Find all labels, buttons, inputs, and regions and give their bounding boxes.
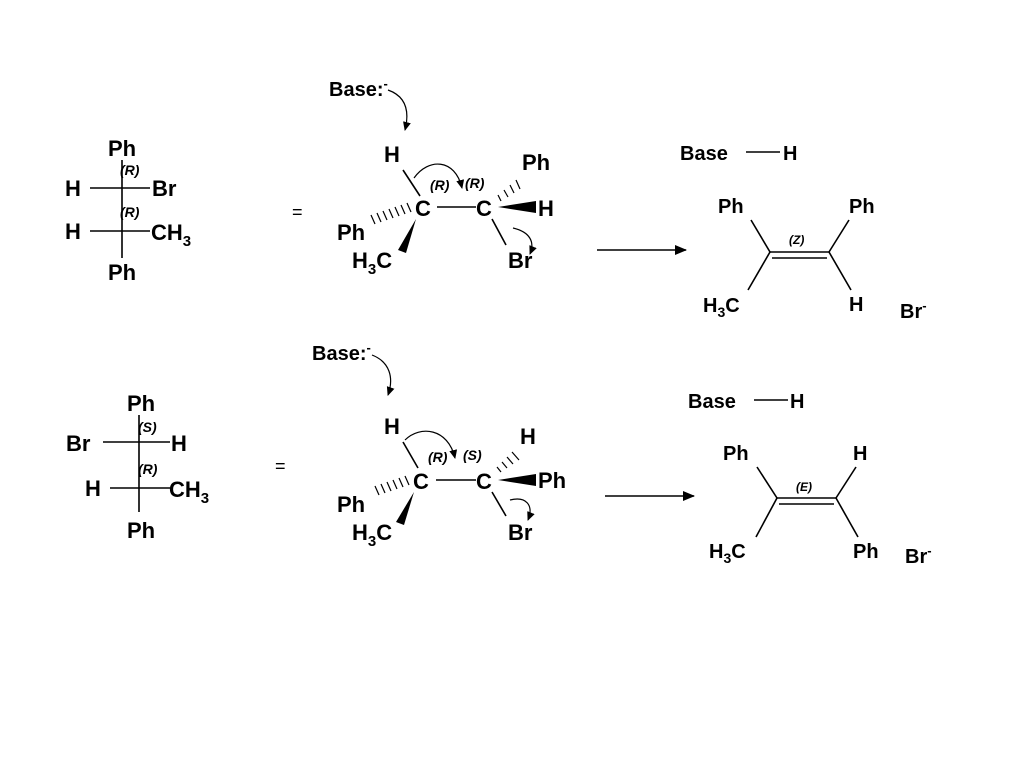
sawhorse1-stereo-right: (R) xyxy=(465,175,485,191)
sawhorse2-h: H xyxy=(384,414,400,439)
sawhorse1-h: H xyxy=(384,142,400,167)
sawhorse2-h3c: H3C xyxy=(352,520,392,550)
fischer2-h-top: H xyxy=(171,431,187,456)
product-1: Base H Ph Ph (Z) H3C H Br- xyxy=(680,143,927,323)
product2-ph-left: Ph xyxy=(723,443,749,465)
bromide-ion-1: Br- xyxy=(900,298,927,323)
product1-ph-right: Ph xyxy=(849,196,875,218)
base-anion-2: Base:- xyxy=(312,340,371,365)
sawhorse2-ph-left: Ph xyxy=(337,492,365,517)
fischer1-bottom-ph: Ph xyxy=(108,260,136,285)
sawhorse1-c-right: C xyxy=(476,196,492,221)
product2-stereo: (E) xyxy=(796,480,812,494)
sawhorse1-stereo-left: (R) xyxy=(430,177,450,193)
equals-sign-1: = xyxy=(292,202,303,222)
product1-base-h: H xyxy=(783,143,797,165)
fischer1-top-ph: Ph xyxy=(108,136,136,161)
sawhorse1-ph-right: Ph xyxy=(522,150,550,175)
product2-h-right: H xyxy=(853,443,867,465)
fischer2-bottom-ph: Ph xyxy=(127,518,155,543)
sawhorse-2: Base:- H C C Ph H3C xyxy=(312,340,566,550)
sawhorse1-br: Br xyxy=(508,248,533,273)
fischer1-stereo-top: (R) xyxy=(120,162,140,178)
product1-ph-left: Ph xyxy=(718,196,744,218)
sawhorse2-c-left: C xyxy=(413,469,429,494)
fischer2-top-ph: Ph xyxy=(127,391,155,416)
fischer1-ch3: CH3 xyxy=(151,220,191,250)
product1-h3c: H3C xyxy=(703,295,740,320)
fischer1-stereo-bottom: (R) xyxy=(120,204,140,220)
sawhorse2-ph-right: Ph xyxy=(538,468,566,493)
sawhorse-1: Base:- H C C Ph H3C xyxy=(329,76,554,278)
product2-h3c: H3C xyxy=(709,541,746,566)
sawhorse2-stereo-right: (S) xyxy=(463,447,482,463)
fischer2-br: Br xyxy=(66,431,91,456)
sawhorse1-h-right: H xyxy=(538,196,554,221)
reaction-1: Ph Ph H Br H CH3 (R) (R) = Base:- H C C xyxy=(65,76,927,323)
product2-base: Base xyxy=(688,391,736,413)
product2-ph-right: Ph xyxy=(853,541,879,563)
fischer2-stereo-top: (S) xyxy=(138,419,157,435)
product1-h: H xyxy=(849,294,863,316)
sawhorse2-stereo-left: (R) xyxy=(428,449,448,465)
product-2: Base H Ph H (E) H3C Ph Br- xyxy=(688,391,932,568)
sawhorse2-br: Br xyxy=(508,520,533,545)
product1-stereo: (Z) xyxy=(789,233,804,247)
fischer1-br: Br xyxy=(152,176,177,201)
fischer1-h-top: H xyxy=(65,176,81,201)
fischer2-h-bottom: H xyxy=(85,476,101,501)
bromide-ion-2: Br- xyxy=(905,543,932,568)
sawhorse2-c-right: C xyxy=(476,469,492,494)
sawhorse1-ph-left: Ph xyxy=(337,220,365,245)
reaction-2: Ph Ph Br H H CH3 (S) (R) = Base:- H C C xyxy=(66,340,932,568)
product2-base-h: H xyxy=(790,391,804,413)
sawhorse1-c-left: C xyxy=(415,196,431,221)
fischer2-ch3: CH3 xyxy=(169,477,209,507)
fischer-projection-2: Ph Ph Br H H CH3 (S) (R) xyxy=(66,391,209,543)
base-anion-1: Base:- xyxy=(329,76,388,101)
product1-base: Base xyxy=(680,143,728,165)
fischer1-h-bottom: H xyxy=(65,219,81,244)
equals-sign-2: = xyxy=(275,456,286,476)
sawhorse2-h-right: H xyxy=(520,424,536,449)
fischer2-stereo-bottom: (R) xyxy=(138,461,158,477)
sawhorse1-h3c: H3C xyxy=(352,248,392,278)
fischer-projection-1: Ph Ph H Br H CH3 (R) (R) xyxy=(65,136,191,285)
